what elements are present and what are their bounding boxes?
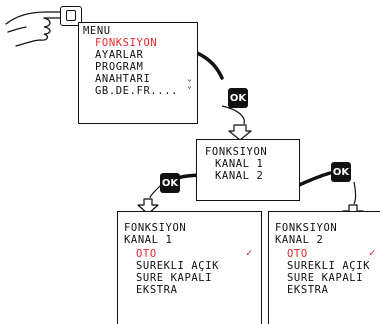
check-icon: ✓: [369, 247, 376, 259]
menu-title: MENU: [83, 25, 111, 37]
menu-button[interactable]: [60, 6, 82, 26]
kanal1-option-oto[interactable]: OTO: [136, 248, 157, 260]
main-menu-screen: MENU FONKSIYON AYARLAR PROGRAM ANAHTARI …: [78, 22, 198, 124]
kanal2-option-ekstra[interactable]: EKSTRA: [287, 284, 329, 296]
ok-button-kanal1[interactable]: OK: [160, 173, 180, 193]
menu-item-program[interactable]: PROGRAM: [95, 61, 144, 73]
kanal1-option-sure-kapali[interactable]: SURE KAPALI: [136, 272, 213, 284]
kanal1-option-surekli-acik[interactable]: SUREKLI AÇIK: [136, 260, 220, 272]
menu-item-fonksiyon[interactable]: FONKSIYON: [95, 37, 158, 49]
fonksiyon-item-kanal1[interactable]: KANAL 1: [215, 158, 264, 170]
menu-item-anahtari[interactable]: ANAHTARI: [95, 73, 151, 85]
chevron-down-icon: ⌄⌄: [187, 74, 192, 90]
ok-button-kanal2[interactable]: OK: [331, 162, 351, 182]
kanal1-option-ekstra[interactable]: EKSTRA: [136, 284, 178, 296]
kanal2-option-surekli-acik[interactable]: SUREKLI AÇIK: [287, 260, 371, 272]
kanal1-screen: FONKSIYON KANAL 1 OTO ✓ SUREKLI AÇIK SUR…: [117, 211, 262, 324]
kanal2-title: FONKSIYON: [275, 222, 338, 234]
kanal2-screen: FONKSIYON KANAL 2 OTO ✓ SUREKLI AÇIK SUR…: [268, 211, 380, 324]
kanal2-option-oto[interactable]: OTO: [287, 248, 308, 260]
ok-button-main[interactable]: OK: [228, 88, 248, 108]
kanal2-subtitle: KANAL 2: [275, 234, 324, 246]
menu-item-language[interactable]: GB.DE.FR....: [95, 85, 179, 97]
fonksiyon-item-kanal2[interactable]: KANAL 2: [215, 170, 264, 182]
menu-item-ayarlar[interactable]: AYARLAR: [95, 49, 144, 61]
kanal1-title: FONKSIYON: [124, 222, 187, 234]
menu-icon: [66, 10, 76, 21]
fonksiyon-screen: FONKSIYON KANAL 1 KANAL 2: [196, 139, 300, 201]
kanal2-option-sure-kapali[interactable]: SURE KAPALI: [287, 272, 364, 284]
check-icon: ✓: [246, 247, 253, 259]
kanal1-subtitle: KANAL 1: [124, 234, 173, 246]
fonksiyon-title: FONKSIYON: [205, 146, 268, 158]
